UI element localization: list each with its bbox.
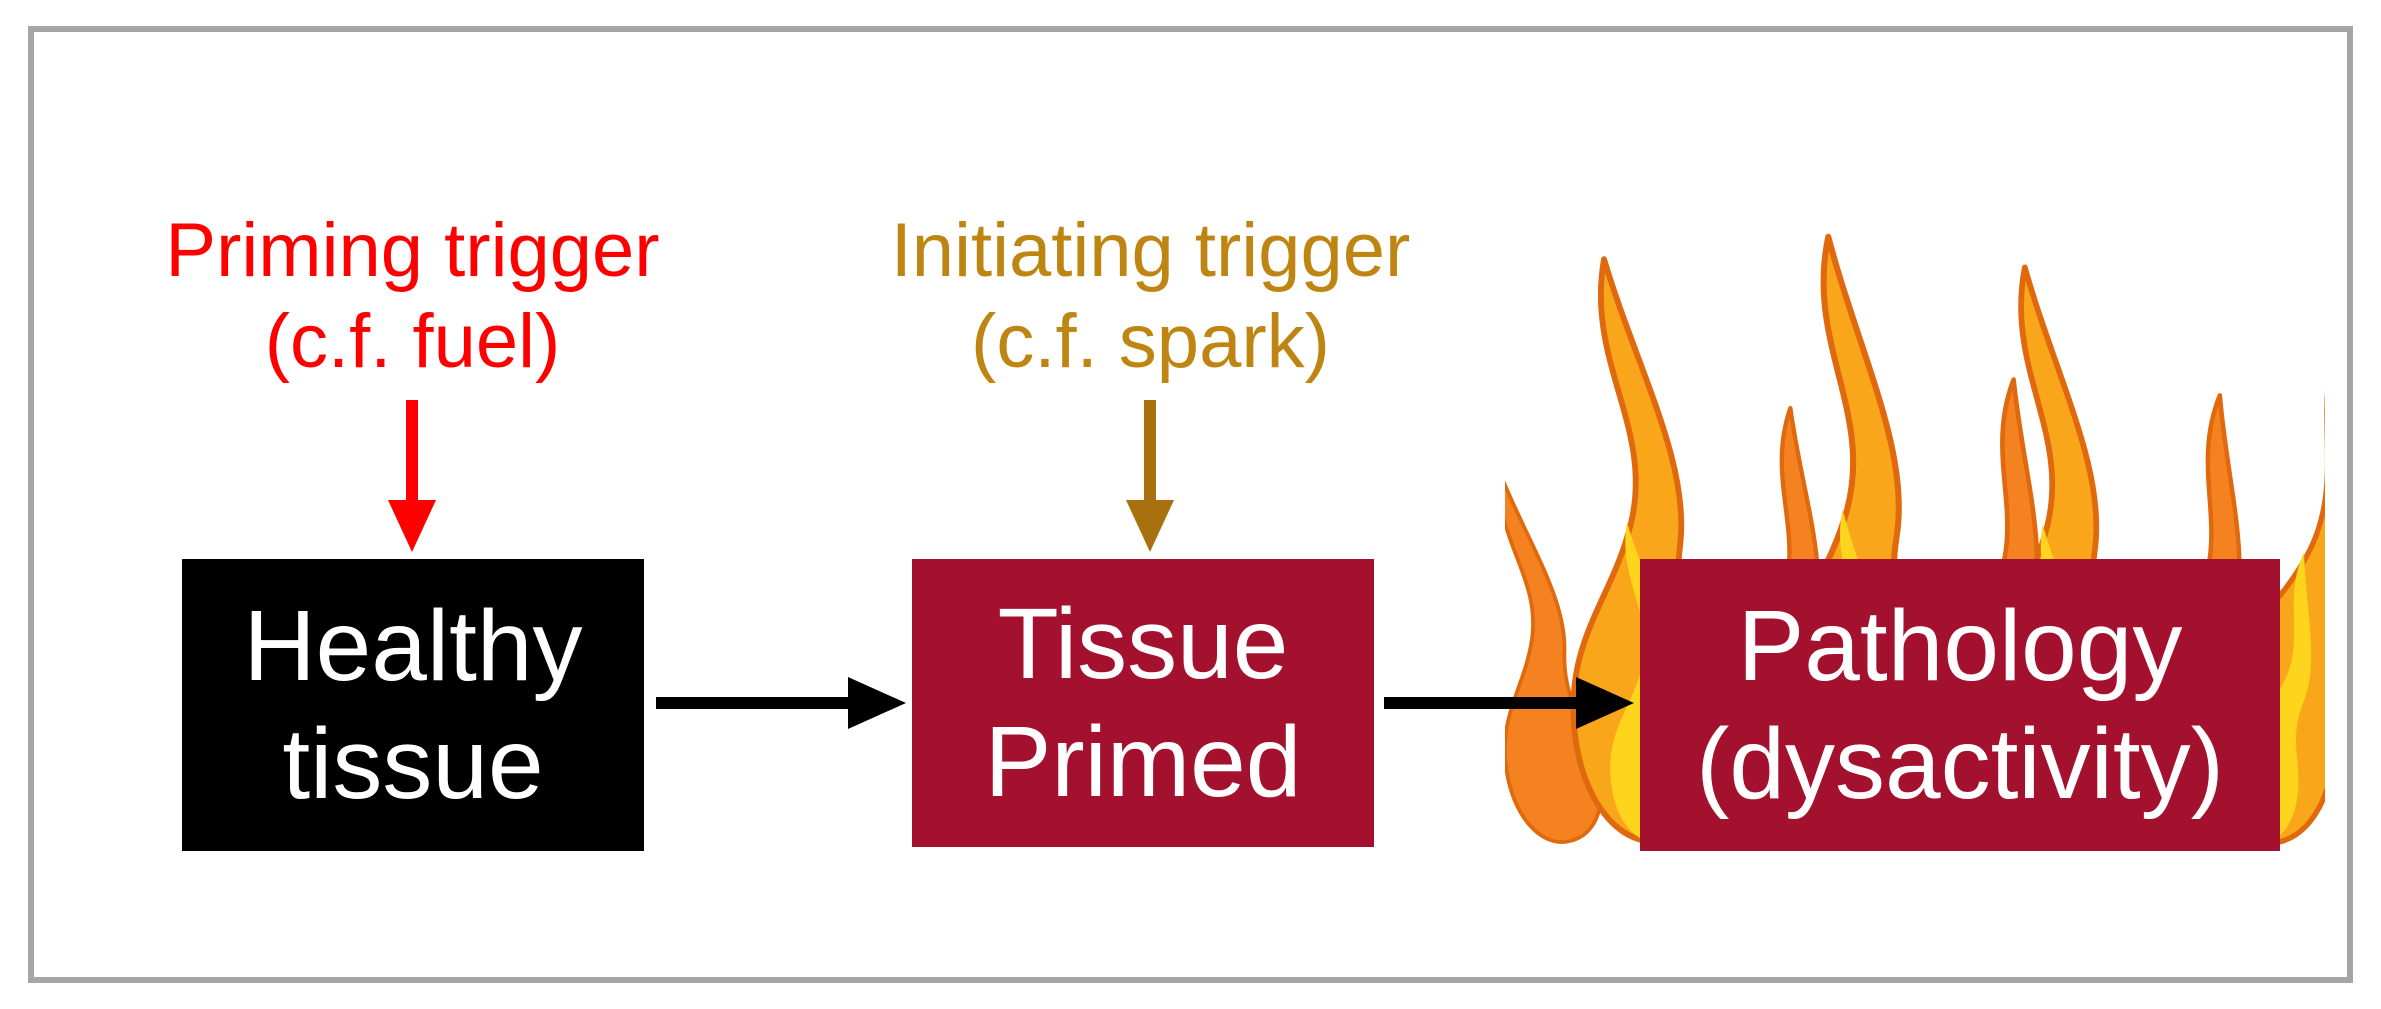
flow-arrow-primed-to-pathology-icon [1384,675,1634,731]
priming-arrow-shaft [406,400,418,500]
healthy-tissue-line1: Healthy [243,590,583,702]
initiating-arrow-shaft [1144,400,1156,500]
tissue-primed-node: Tissue Primed [912,559,1374,847]
tissue-primed-line2: Primed [984,706,1302,818]
flow-arrow-2-shaft [1384,697,1576,709]
initiating-trigger-line2: (c.f. spark) [971,299,1330,385]
healthy-tissue-node: Healthy tissue [182,559,644,851]
flow-arrow-2-head [1576,677,1634,729]
initiating-trigger-line1: Initiating trigger [890,208,1411,293]
flow-arrow-healthy-to-primed-icon [656,675,906,731]
priming-trigger-line1: Priming trigger [165,208,660,293]
frame-border [28,26,2353,983]
initiating-arrow-icon [1126,400,1174,552]
priming-trigger-label: Priming trigger (c.f. fuel) [90,205,735,387]
priming-trigger-line2: (c.f. fuel) [264,299,561,385]
pathology-line1: Pathology [1737,590,2183,702]
pathology-line2: (dysactivity) [1696,708,2224,820]
flow-arrow-1-head [848,677,906,729]
priming-arrow-icon [388,400,436,552]
healthy-tissue-line2: tissue [282,708,544,820]
initiating-arrow-head [1126,500,1174,552]
pathology-node: Pathology (dysactivity) [1640,559,2280,851]
flow-arrow-1-shaft [656,697,848,709]
tissue-primed-line1: Tissue [997,588,1289,700]
initiating-trigger-label: Initiating trigger (c.f. spark) [828,205,1473,387]
priming-arrow-head [388,500,436,552]
